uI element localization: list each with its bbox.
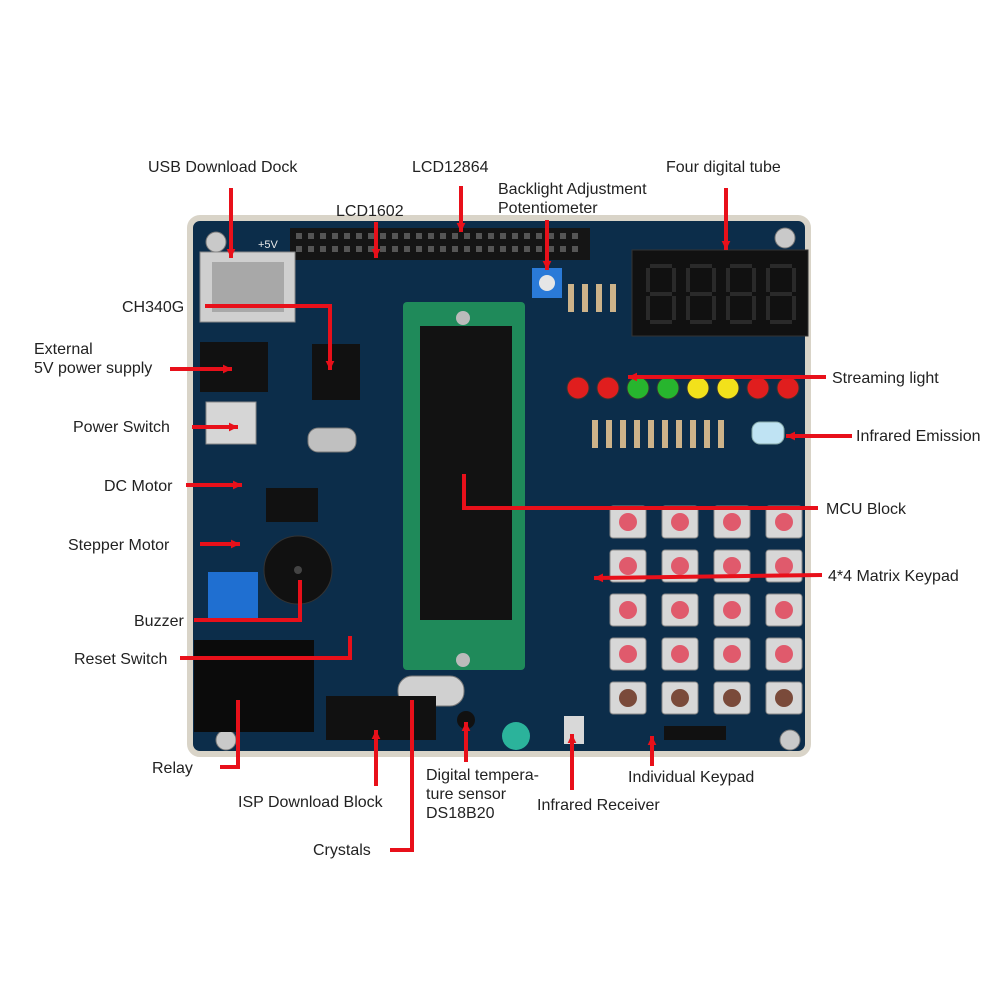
mcu-chip — [420, 326, 512, 620]
led — [686, 376, 710, 400]
temp-sensor — [457, 711, 475, 729]
power-switch-body — [205, 401, 257, 445]
label-external-line2: 5V power supply — [34, 360, 153, 377]
label-ch340g: CH340G — [122, 299, 185, 316]
relay-body — [194, 640, 314, 732]
label-infrared-receiver: Infrared Receiver — [537, 797, 660, 814]
label-power-switch: Power Switch — [73, 419, 170, 436]
individual-keypad-header — [664, 726, 726, 740]
label-backlight-line1: Backlight Adjustment — [498, 181, 647, 198]
label-lcd1602: LCD1602 — [336, 203, 404, 220]
led — [566, 376, 590, 400]
capacitor — [502, 722, 530, 750]
ch340g-chip — [312, 344, 360, 400]
led — [776, 376, 800, 400]
label-mcu-block: MCU Block — [826, 501, 907, 518]
label-crystals: Crystals — [313, 842, 371, 859]
led — [656, 376, 680, 400]
label-temperature-sensor: Digital tempera- ture sensor DS18B20 — [426, 766, 539, 823]
label-matrix-keypad: 4*4 Matrix Keypad — [828, 568, 959, 585]
label-isp-download-block: ISP Download Block — [238, 794, 383, 811]
label-backlight-potentiometer: Backlight Adjustment Potentiometer — [498, 180, 647, 218]
label-external-line1: External — [34, 341, 93, 358]
ir-emitter — [751, 421, 785, 445]
label-relay: Relay — [152, 760, 193, 777]
driver-chip — [266, 488, 318, 522]
led — [626, 376, 650, 400]
label-lcd12864: LCD12864 — [412, 159, 489, 176]
motor-terminal — [208, 572, 258, 620]
annotation-arrows — [170, 186, 852, 852]
label-reset-switch: Reset Switch — [74, 651, 168, 668]
label-external-power: External 5V power supply — [34, 340, 152, 378]
label-temp-line1: Digital tempera- — [426, 767, 539, 784]
led — [596, 376, 620, 400]
label-streaming-light: Streaming light — [832, 370, 939, 387]
small-crystal — [307, 427, 357, 453]
label-infrared-emission: Infrared Emission — [856, 428, 981, 445]
label-stepper-motor: Stepper Motor — [68, 537, 170, 554]
label-temp-line3: DS18B20 — [426, 805, 495, 822]
ir-receiver-body — [564, 716, 584, 744]
label-four-digital-tube: Four digital tube — [666, 159, 781, 176]
label-individual-keypad: Individual Keypad — [628, 769, 755, 786]
label-backlight-line2: Potentiometer — [498, 200, 598, 217]
isp-header — [326, 696, 436, 740]
led — [716, 376, 740, 400]
led — [746, 376, 770, 400]
label-usb-download-dock: USB Download Dock — [148, 159, 298, 176]
label-buzzer: Buzzer — [134, 613, 184, 630]
label-temp-line2: ture sensor — [426, 786, 507, 803]
label-dc-motor: DC Motor — [104, 478, 173, 495]
plus5v-silkscreen: +5V — [258, 239, 279, 251]
